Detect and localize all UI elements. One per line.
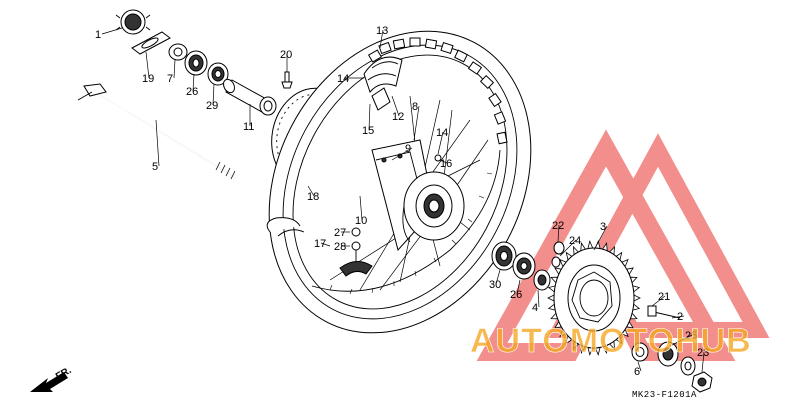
sprocket-nut (691, 371, 713, 393)
part-label-p21: 21 (658, 291, 670, 303)
part-label-p9: 9 (405, 143, 411, 155)
part-label-p14b: 14 (436, 127, 448, 139)
lock-washer (657, 341, 679, 367)
dust-seal (207, 62, 229, 86)
part-label-p30: 30 (489, 279, 501, 291)
leader-line-p26b (516, 279, 521, 295)
leader-line-p5 (155, 119, 160, 167)
leader-line-p21 (651, 295, 666, 307)
bearing-right (491, 241, 517, 271)
part-label-p7: 7 (167, 73, 173, 85)
leader-line-p7 (173, 59, 176, 79)
leader-line-p2 (671, 315, 685, 319)
part-label-p13: 13 (376, 25, 388, 37)
chain-adjuster (131, 31, 171, 55)
leader-line-p12 (391, 95, 400, 117)
rim-lock (339, 227, 373, 277)
leader-line-p3 (593, 225, 608, 251)
part-label-p6: 6 (634, 366, 640, 378)
leader-line-p9 (391, 147, 413, 161)
part-label-p3: 3 (600, 221, 606, 233)
sprocket-washers (680, 356, 696, 376)
watermark-triangle-right (546, 133, 770, 338)
leader-line-p25 (669, 334, 693, 347)
adjuster-plate (115, 9, 151, 35)
leader-line-p18 (307, 185, 315, 197)
part-label-p1: 1 (95, 29, 101, 41)
sprocket-collar (533, 269, 551, 291)
sprocket-bolt (647, 305, 681, 319)
disc-bolt (281, 71, 293, 89)
bearing-left (184, 50, 208, 76)
part-label-p26a: 26 (186, 86, 198, 98)
part-label-p28: 28 (334, 241, 346, 253)
part-label-p27: 27 (334, 227, 346, 239)
tyre-tread (367, 37, 508, 145)
leader-line-p19 (145, 51, 150, 79)
part-label-p23: 23 (697, 347, 709, 359)
leader-line-p14b (437, 131, 444, 155)
side-collar (168, 43, 188, 61)
axle (77, 83, 237, 180)
leader-line-p26a (192, 73, 195, 92)
leader-line-p1 (101, 27, 123, 35)
leader-line-p15 (368, 103, 371, 131)
wheel (266, 30, 532, 334)
part-label-p25: 25 (685, 330, 697, 342)
part-label-p19: 19 (142, 73, 154, 85)
leader-line-p4 (537, 289, 540, 308)
side-collar-right (631, 342, 649, 362)
part-label-p4: 4 (532, 302, 538, 314)
watermark-text: AUTOMOTOHUB (470, 322, 752, 360)
leader-line-p16 (439, 159, 448, 164)
part-label-p11: 11 (243, 121, 254, 133)
leader-line-p8 (413, 105, 420, 141)
leader-line-p13 (379, 29, 384, 49)
leader-line-p17 (320, 242, 331, 247)
leader-line-p29 (212, 83, 215, 106)
part-label-p18: 18 (307, 191, 319, 203)
part-label-p20: 20 (280, 49, 292, 61)
part-label-p2: 2 (677, 311, 683, 323)
sprocket-tooth (547, 294, 555, 302)
part-label-p14a: 14 (337, 73, 349, 85)
tyre-section (363, 56, 403, 94)
part-label-p22: 22 (552, 220, 564, 232)
rim-band (371, 87, 391, 111)
part-label-p24: 24 (569, 235, 581, 247)
part-label-p8: 8 (412, 101, 418, 113)
part-label-p17: 17 (314, 238, 326, 250)
sprocket-tooth (587, 240, 594, 250)
stud-bolts (551, 241, 565, 268)
leader-line-p30 (495, 269, 501, 285)
sprocket-tooth (633, 294, 641, 302)
leader-line-p23 (701, 351, 705, 373)
spoke-nipple (434, 154, 442, 162)
leader-line-p22 (557, 224, 560, 243)
leader-line-p10 (359, 195, 363, 221)
part-label-p29: 29 (206, 100, 218, 112)
dust-seal-right (512, 252, 536, 280)
distance-collar (222, 78, 277, 116)
part-label-p5: 5 (152, 161, 158, 173)
part-label-p26b: 26 (510, 289, 522, 301)
part-label-p15: 15 (362, 125, 374, 137)
direction-arrow-icon (30, 372, 68, 392)
part-label-p16: 16 (440, 158, 452, 170)
leader-lines (101, 27, 705, 373)
direction-label: FR. (54, 365, 74, 383)
leader-line-p24 (559, 239, 577, 257)
diagram-code: MK23-F1201A (632, 390, 697, 400)
part-label-p12: 12 (392, 111, 404, 123)
part-label-p10: 10 (355, 215, 367, 227)
leader-line-p6 (637, 361, 642, 372)
driven-sprocket (547, 240, 641, 356)
wheel-hub (371, 139, 465, 252)
